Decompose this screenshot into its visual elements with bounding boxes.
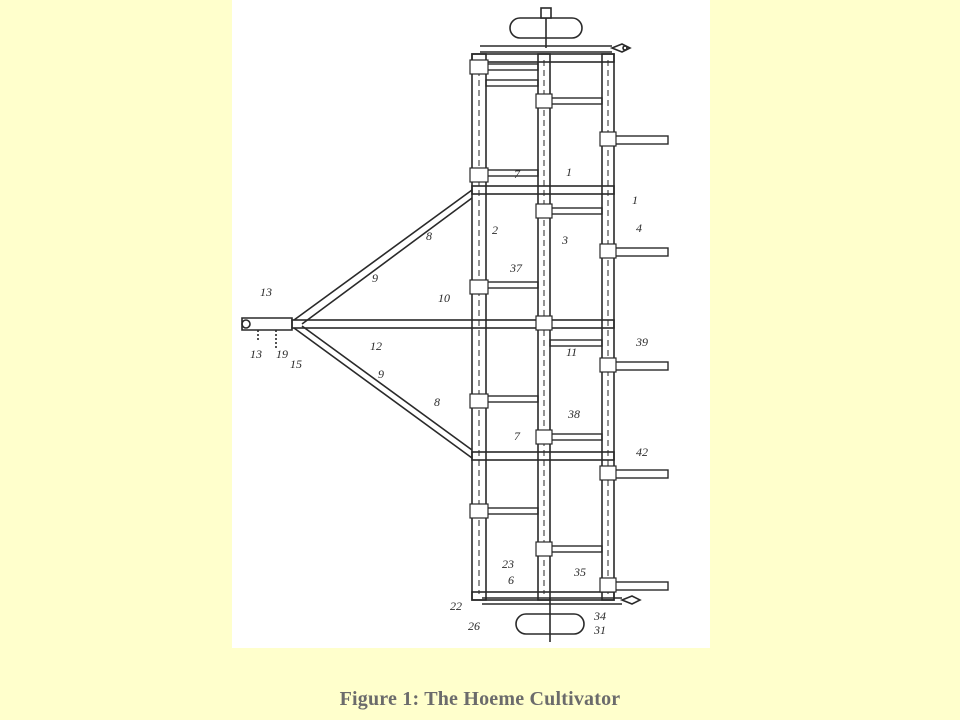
numeral: 9 — [378, 367, 384, 381]
bottom-wheel — [515, 598, 585, 642]
numeral: 8 — [426, 229, 432, 243]
numeral: 7 — [514, 429, 521, 443]
numeral: 2 — [492, 223, 498, 237]
numeral: 34 — [593, 609, 606, 623]
numeral: 37 — [509, 261, 523, 275]
numeral: 39 — [635, 335, 648, 349]
numeral: 1 — [632, 193, 638, 207]
numeral: 23 — [502, 557, 514, 571]
numeral: 38 — [567, 407, 580, 421]
numeral: 7 — [514, 167, 521, 181]
numeral: 15 — [290, 357, 302, 371]
hitch-frame — [241, 189, 473, 459]
numeral: 6 — [508, 573, 514, 587]
numeral: 10 — [438, 291, 450, 305]
numeral: 26 — [468, 619, 480, 633]
numeral: 42 — [636, 445, 648, 459]
numeral: 13 — [250, 347, 262, 361]
numeral: 22 — [450, 599, 462, 613]
numeral: 35 — [573, 565, 586, 579]
patent-drawing-panel: 1 1 2 3 4 6 7 7 8 8 9 9 10 11 12 13 13 1… — [232, 0, 710, 648]
numeral: 4 — [636, 221, 642, 235]
figure-caption: Figure 1: The Hoeme Cultivator — [339, 688, 621, 710]
numeral: 8 — [434, 395, 440, 409]
top-wheel — [509, 7, 583, 48]
numeral: 12 — [370, 339, 382, 353]
numeral: 3 — [561, 233, 568, 247]
reference-numerals: 1 1 2 3 4 6 7 7 8 8 9 9 10 11 12 13 13 1… — [250, 165, 648, 637]
cross-bars — [291, 53, 615, 601]
cultivator-patent-drawing: 1 1 2 3 4 6 7 7 8 8 9 9 10 11 12 13 13 1… — [241, 7, 669, 642]
numeral: 9 — [372, 271, 378, 285]
numeral: 31 — [593, 623, 606, 637]
numeral: 1 — [566, 165, 572, 179]
numeral: 13 — [260, 285, 272, 299]
numeral: 11 — [566, 345, 577, 359]
numeral: 19 — [276, 347, 288, 361]
clamps — [469, 59, 617, 593]
tine-arms — [485, 63, 669, 591]
